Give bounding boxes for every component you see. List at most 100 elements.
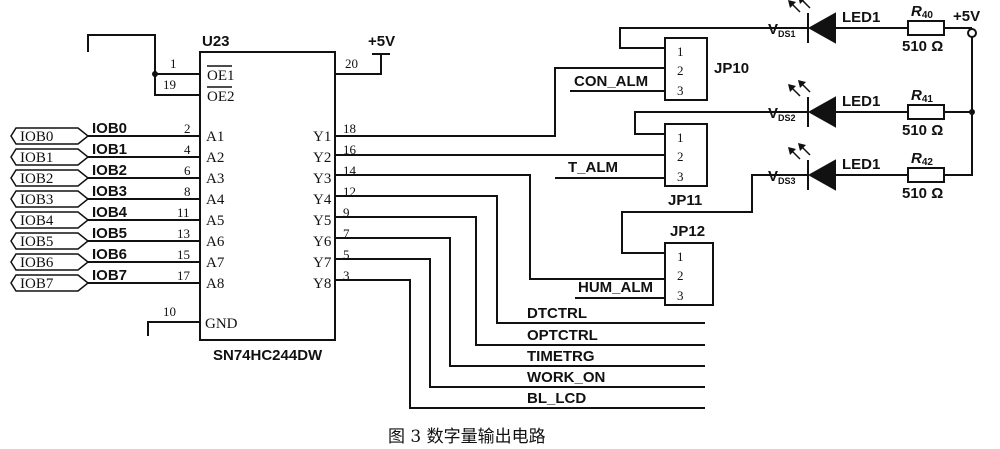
pin-num-input: 2 xyxy=(184,121,191,136)
pin-label-output: Y6 xyxy=(313,234,332,250)
resistor-body xyxy=(907,167,945,183)
led-vds-label: VDS3 xyxy=(768,168,796,186)
jumper-jp11: 1 2 3 JP11 xyxy=(664,123,708,209)
port-label: IOB2 xyxy=(20,171,53,187)
jp11-pin-3: 3 xyxy=(677,169,684,184)
resistor-ref: R41 xyxy=(911,87,933,105)
signal-optctrl: OPTCTRL xyxy=(527,327,598,344)
pin-label-output: Y8 xyxy=(313,276,331,292)
pin-label-oe1: OE1 xyxy=(207,68,235,84)
pin-label-input: A8 xyxy=(206,276,224,292)
net-label: IOB4 xyxy=(92,204,128,221)
jp11-label: JP11 xyxy=(668,192,702,209)
pin-label-output: Y5 xyxy=(313,213,331,229)
pin-num-gnd: 10 xyxy=(163,304,176,319)
pin-label-input: A4 xyxy=(206,192,225,208)
wire-y7-work-on xyxy=(335,258,705,388)
chip-part-number: SN74HC244DW xyxy=(213,347,323,364)
jp12-pin-1: 1 xyxy=(677,249,684,264)
wire-jp11-led2 xyxy=(634,111,808,135)
port-flag xyxy=(10,169,90,187)
resistor-body xyxy=(907,20,945,36)
oe-gnd-wire xyxy=(87,34,156,74)
port-flag xyxy=(10,190,90,208)
junction-dot xyxy=(969,109,975,115)
light-arrow-head xyxy=(798,143,806,151)
wire-y1-jp10 xyxy=(335,67,665,137)
jp11-pin-1: 1 xyxy=(677,130,684,145)
pin-num-output: 3 xyxy=(343,268,350,283)
signal-hum-alm: HUM_ALM xyxy=(578,279,653,296)
resistor-value: 510 Ω xyxy=(902,122,943,139)
net-label: IOB0 xyxy=(92,120,127,137)
jp10-pin-3: 3 xyxy=(677,83,684,98)
pin-label-oe2: OE2 xyxy=(207,89,235,105)
wire-y5-optctrl xyxy=(335,216,705,346)
pin-label-output: Y1 xyxy=(313,129,331,145)
net-label: IOB5 xyxy=(92,225,127,242)
pin-num-input: 6 xyxy=(184,163,191,178)
pin-label-output: Y7 xyxy=(313,255,332,271)
signal-bl-lcd: BL_LCD xyxy=(527,390,586,407)
led-name: LED1 xyxy=(842,156,880,173)
chip-ref: U23 xyxy=(202,33,230,50)
pin-num-input: 11 xyxy=(177,205,190,220)
port-label: IOB3 xyxy=(20,192,53,208)
net-label: IOB1 xyxy=(92,141,127,158)
jumper-jp12: 1 2 3 JP12 xyxy=(664,223,714,306)
chip-u23: U23 SN74HC244DW OE1 OE2 1 19 GND 10 20 +… xyxy=(88,33,395,364)
led-vds-label: VDS2 xyxy=(768,105,796,123)
led-branch-2: VDS2 LED1 R41 510 Ω xyxy=(768,80,972,139)
light-arrow-head xyxy=(798,80,806,88)
led-vds-label: VDS1 xyxy=(768,21,796,39)
led-diode-icon xyxy=(807,96,836,128)
pin-label-input: A5 xyxy=(206,213,224,229)
led-diode-icon xyxy=(807,12,836,44)
jumper-jp10: 1 2 3 JP10 xyxy=(664,37,749,101)
led-name: LED1 xyxy=(842,93,880,110)
pin-num-vcc: 20 xyxy=(345,56,358,71)
port-label: IOB5 xyxy=(20,234,53,250)
wire-y8-bl-lcd xyxy=(335,279,705,409)
pin-num-output: 7 xyxy=(343,226,350,241)
wire-jp12-led3 xyxy=(621,174,808,254)
net-label: IOB3 xyxy=(92,183,127,200)
port-label: IOB4 xyxy=(20,213,54,229)
pin-label-output: Y2 xyxy=(313,150,331,166)
oe-wire xyxy=(154,73,200,96)
pin-num-output: 5 xyxy=(343,247,350,262)
vcc-wire xyxy=(335,54,382,75)
light-arrow-head xyxy=(788,0,796,8)
resistor-ref: R40 xyxy=(911,3,933,21)
jp12-label: JP12 xyxy=(670,223,705,240)
port-label: IOB0 xyxy=(20,129,53,145)
port-flag xyxy=(10,253,90,271)
pin-num-input: 15 xyxy=(177,247,190,262)
port-flag xyxy=(10,274,90,292)
signal-work-on: WORK_ON xyxy=(527,369,605,386)
port-flag xyxy=(10,148,90,166)
port-flag xyxy=(10,232,90,250)
jp11-pin-2: 2 xyxy=(677,149,684,164)
port-label: IOB7 xyxy=(20,276,54,292)
pin-num-input: 4 xyxy=(184,142,191,157)
pin-num-input: 17 xyxy=(177,268,191,283)
vcc-label-right: +5V xyxy=(953,8,980,25)
net-label: IOB7 xyxy=(92,267,127,284)
pin-num-output: 18 xyxy=(343,121,356,136)
vcc-terminal xyxy=(967,28,977,38)
pin-label-input: A7 xyxy=(206,255,225,271)
port-flag xyxy=(10,211,90,229)
pin-label-input: A3 xyxy=(206,171,224,187)
pin-label-output: Y3 xyxy=(313,171,331,187)
pin-label-input: A6 xyxy=(206,234,225,250)
net-label: IOB2 xyxy=(92,162,127,179)
port-flag xyxy=(10,127,90,145)
signal-timetrg: TIMETRG xyxy=(527,348,595,365)
wire-jp10-led1 xyxy=(619,27,808,49)
signal-dtctrl: DTCTRL xyxy=(527,305,587,322)
jp10-pin-2: 2 xyxy=(677,63,684,78)
pin-num-oe1: 1 xyxy=(170,56,177,71)
